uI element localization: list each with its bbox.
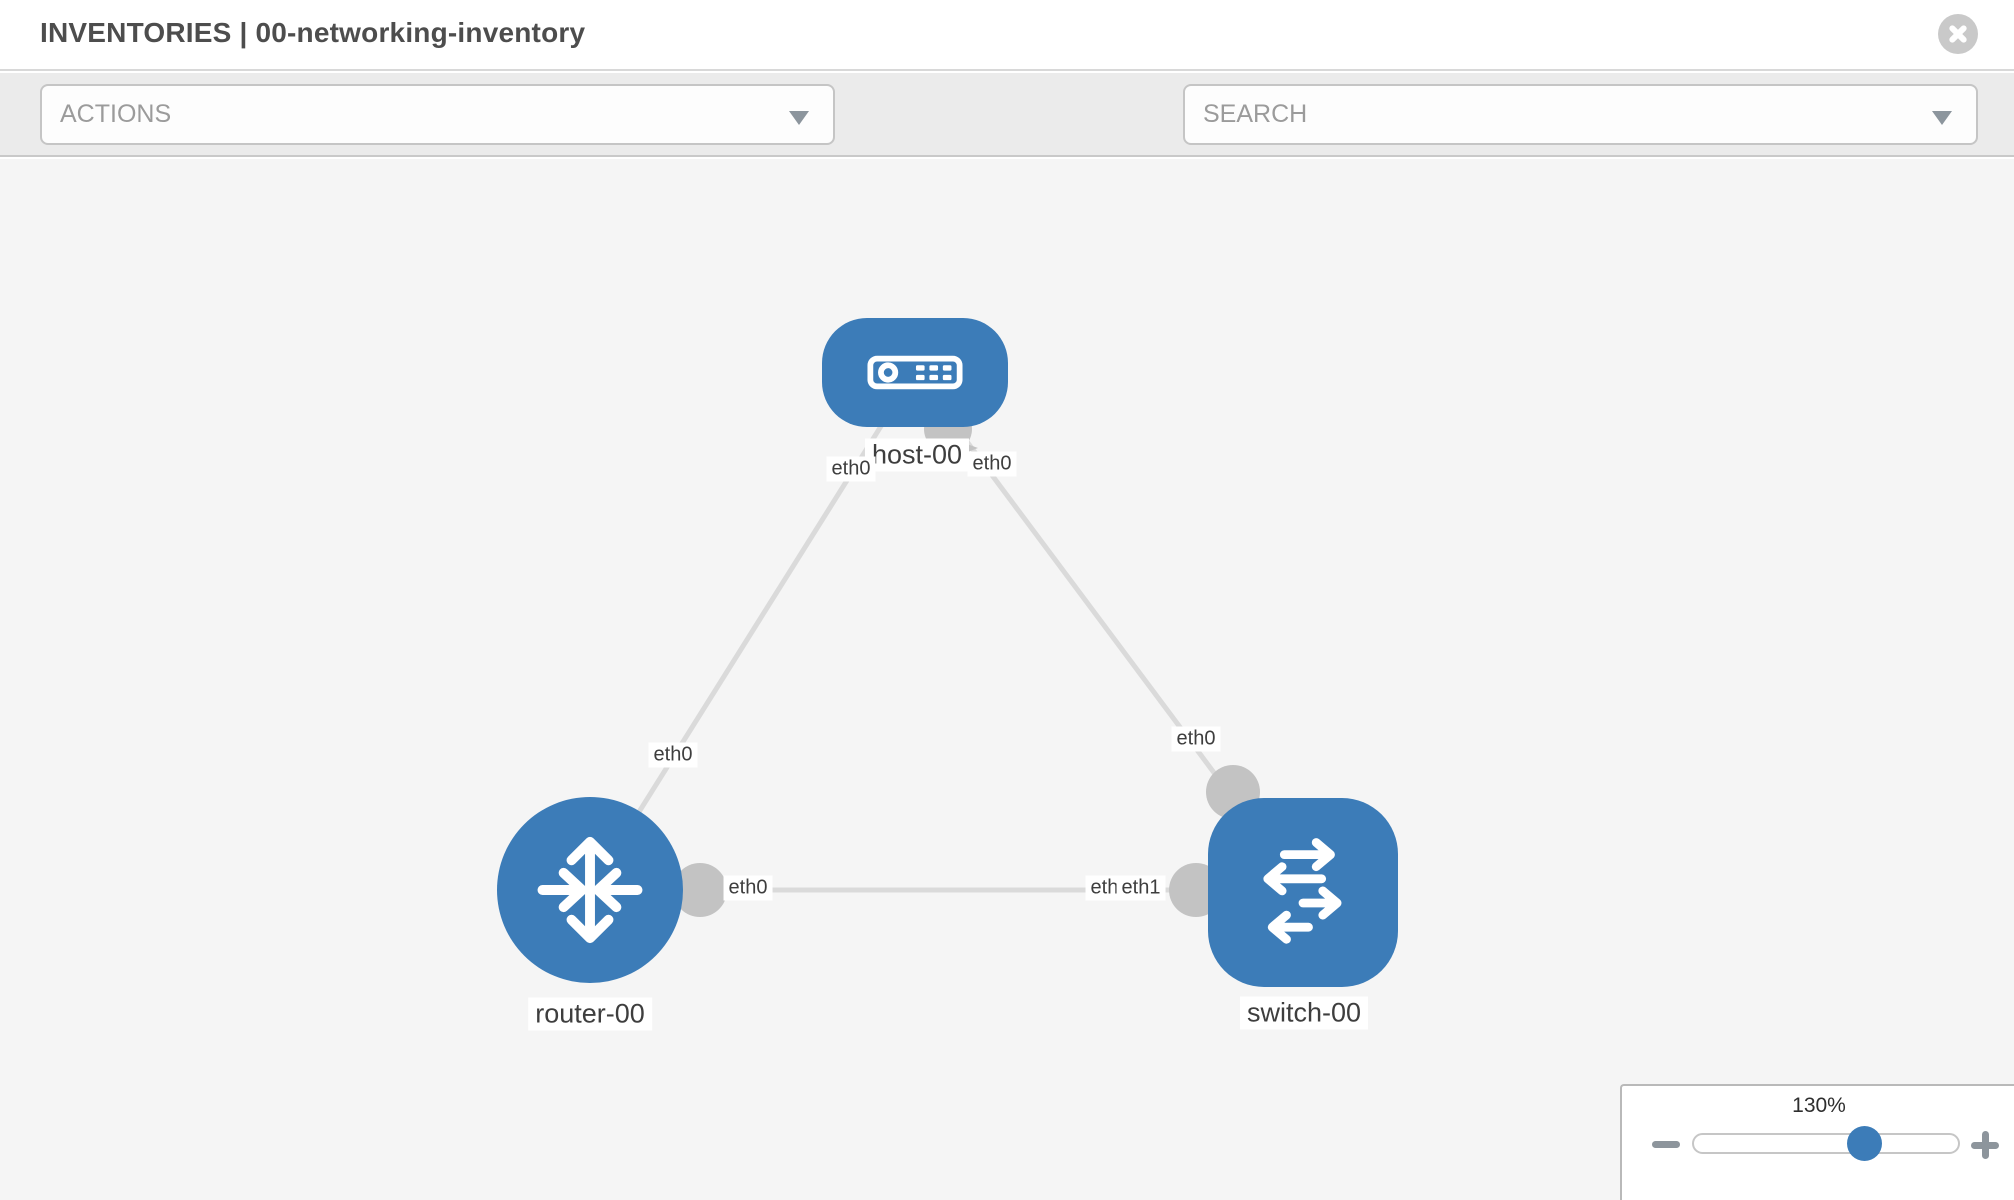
topology-canvas[interactable] — [0, 159, 2014, 1200]
iface-label-switch-eth1: eth1 — [1116, 875, 1166, 901]
router-icon — [537, 836, 643, 944]
switch-icon — [1263, 838, 1342, 944]
zoom-control-panel: 130% — [1620, 1084, 2014, 1200]
iface-label-switch-uplink: eth0 — [1171, 726, 1221, 752]
label-switch-00: switch-00 — [1239, 996, 1369, 1030]
host-icon — [867, 355, 963, 390]
actions-dropdown-label: ACTIONS — [60, 100, 172, 128]
zoom-slider-knob[interactable] — [1847, 1126, 1882, 1161]
plus-icon — [1981, 1131, 1989, 1159]
search-dropdown-label: SEARCH — [1203, 100, 1308, 128]
iface-label-host-left: eth0 — [826, 456, 876, 482]
node-host-00[interactable] — [822, 318, 1008, 427]
node-switch-00[interactable] — [1208, 798, 1398, 987]
page-header: INVENTORIES | 00-networking-inventory — [0, 0, 2014, 71]
label-host-00: host-00 — [864, 438, 970, 472]
caret-down-icon — [789, 111, 809, 125]
search-dropdown[interactable]: SEARCH — [1183, 84, 1978, 145]
close-button[interactable] — [1938, 14, 1978, 54]
node-router-00[interactable] — [497, 797, 683, 983]
zoom-out-button[interactable] — [1652, 1141, 1680, 1148]
toolbar: ACTIONS SEARCH — [0, 73, 2014, 157]
iface-label-host-right: eth0 — [967, 451, 1017, 477]
zoom-level-value: 130% — [1792, 1094, 1846, 1117]
label-router-00: router-00 — [528, 997, 652, 1031]
caret-down-icon — [1932, 111, 1952, 125]
actions-dropdown[interactable]: ACTIONS — [40, 84, 835, 145]
zoom-in-button[interactable] — [1971, 1131, 1999, 1159]
iface-label-router-uplink: eth0 — [648, 742, 698, 768]
page-title: INVENTORIES | 00-networking-inventory — [40, 17, 586, 48]
zoom-slider-track[interactable] — [1692, 1133, 1960, 1154]
iface-label-router-eth0: eth0 — [723, 875, 773, 901]
